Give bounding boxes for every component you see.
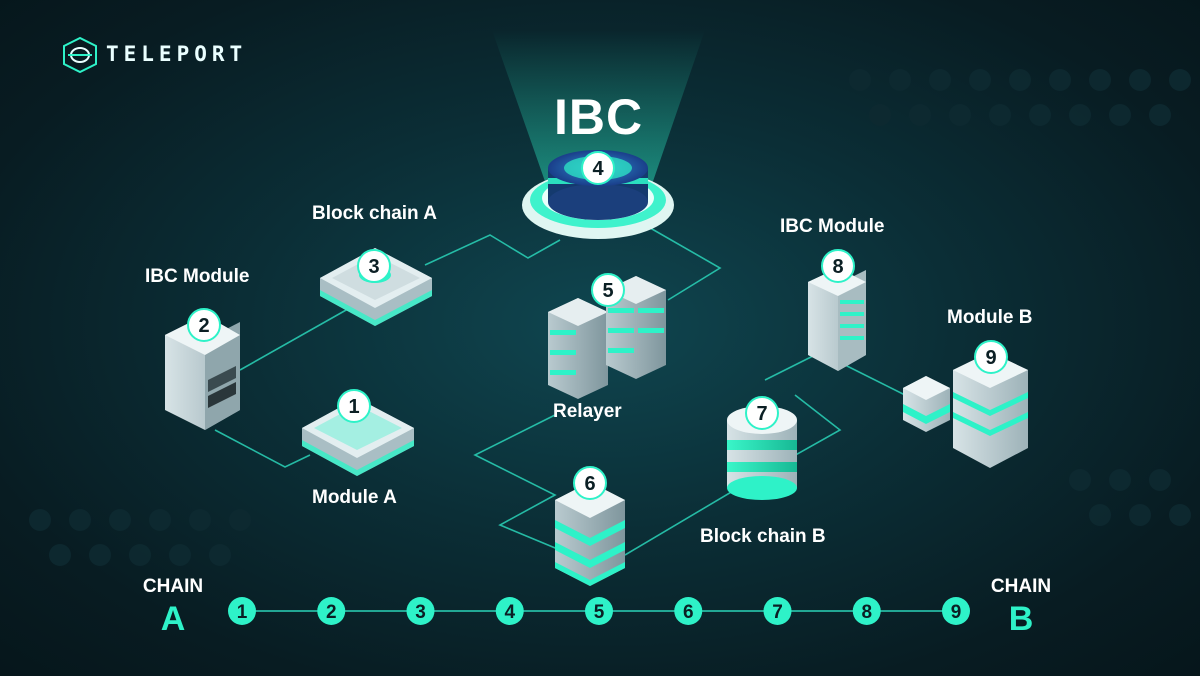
step-badge-circle: [581, 151, 615, 185]
timeline-step-circle: [406, 597, 435, 625]
step-badge-circle: [745, 396, 779, 430]
step-badge-circle: [821, 249, 855, 283]
blockchain-b-label: Block chain B: [700, 526, 826, 547]
relayer-label: Relayer: [553, 401, 622, 422]
timeline-step-number: 5: [594, 602, 605, 623]
teleport-logo: TELEPORT: [58, 36, 268, 76]
timeline-steps: 1 2 3 4 5 6 7 8 9: [228, 597, 970, 625]
timeline-step-number: 6: [683, 602, 694, 623]
timeline-step-number: 1: [237, 602, 248, 623]
timeline-step-circle: [495, 597, 524, 625]
module-a-label: Module A: [312, 487, 397, 508]
timeline-step-number: 9: [951, 602, 962, 623]
background-dot-pattern: [29, 69, 1191, 566]
connector-blockchain-b-ibc-module-b: [764, 354, 816, 381]
module-a-device: [302, 398, 414, 476]
timeline-step-circle: [852, 597, 881, 625]
step-badge-number: 3: [368, 256, 379, 278]
step-badge-circle: [357, 249, 391, 283]
step-badge-circle: [974, 340, 1008, 374]
module-b-label: Module B: [947, 307, 1033, 328]
connector-ibc-module-b-module-b: [844, 364, 906, 396]
chain-a-letter: A: [160, 600, 186, 638]
chain-b-letter: B: [1008, 600, 1034, 638]
connector-hub-relayer: [644, 224, 722, 301]
step-badge-number: 6: [584, 473, 595, 495]
timeline-step-number: 7: [772, 602, 783, 623]
ibc-module-b-tower: [808, 268, 866, 371]
timeline-step-number: 8: [861, 602, 872, 623]
timeline-step-circle: [585, 597, 613, 625]
blockchain-b-cylinder: [727, 406, 797, 500]
ibc-light-beam: [492, 30, 705, 190]
step-badge-number: 5: [602, 280, 613, 302]
chain-b-word: CHAIN: [990, 576, 1052, 597]
timeline-step-number: 2: [326, 602, 337, 623]
step-badge-circle: [337, 389, 371, 423]
teleport-logo-icon: [63, 36, 97, 74]
connector-node6-blockchain-b: [624, 394, 842, 556]
connector-blockchain-a-hub: [424, 234, 561, 266]
timeline-step-circle: [228, 597, 256, 625]
timeline-step-circle: [674, 597, 703, 625]
step-badge-number: 2: [198, 315, 209, 337]
timeline-step-circle: [763, 597, 792, 625]
ibc-module-b-label: IBC Module: [780, 216, 885, 237]
timeline-step-number: 3: [415, 602, 426, 623]
ibc-hub-title: IBC: [554, 89, 644, 145]
step-badge-number: 9: [985, 347, 996, 369]
connector-relayer-node6: [473, 414, 561, 551]
chain-a-word: CHAIN: [142, 576, 204, 597]
step-badges: 1 2 3 4 5 6 7 8 9: [187, 151, 1008, 500]
module-b-devices: [903, 352, 1028, 468]
relay-node-6-stack: [555, 482, 625, 586]
step-badge-number: 8: [832, 256, 843, 278]
connector-module-a-ibc-module-a: [214, 429, 311, 468]
timeline-step-circle: [942, 597, 970, 625]
step-badge-number: 4: [592, 158, 604, 180]
step-badge-number: 7: [756, 403, 767, 425]
step-badge-number: 1: [348, 396, 359, 418]
ibc-module-a-label: IBC Module: [145, 266, 250, 287]
logo-text: TELEPORT: [106, 42, 248, 66]
timeline-step-circle: [317, 597, 346, 625]
step-badge-circle: [591, 273, 625, 307]
timeline-step-number: 4: [504, 602, 515, 623]
connector-lines: [214, 224, 906, 556]
step-badge-circle: [187, 308, 221, 342]
blockchain-a-label: Block chain A: [312, 203, 437, 224]
step-badge-circle: [573, 466, 607, 500]
connector-ibc-module-a-blockchain-a: [239, 304, 356, 371]
